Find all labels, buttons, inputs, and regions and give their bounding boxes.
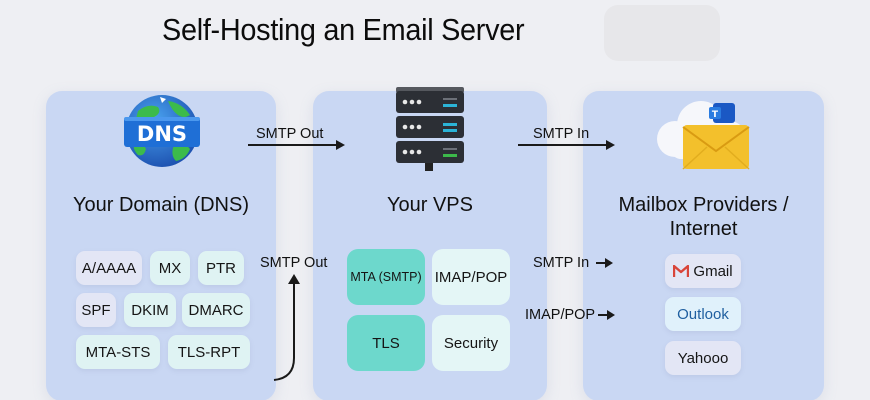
svg-text:T: T	[712, 110, 719, 120]
dns-record-ptr[interactable]: PTR	[198, 251, 244, 285]
arrow-dns-to-vps	[248, 144, 338, 146]
dns-record-mx[interactable]: MX	[150, 251, 190, 285]
arrow-head-dns-to-vps	[336, 140, 345, 150]
vps-panel-title: Your VPS	[387, 194, 473, 216]
dns-panel: DNS Your Domain (DNS) A/AAAA MX PTR SPF …	[46, 91, 276, 400]
flow-label-smtp-in: SMTP In	[533, 255, 590, 271]
flow-label-vps-to-mail: SMTP In	[533, 126, 590, 142]
dns-record-dmarc[interactable]: DMARC	[182, 293, 250, 327]
flow-label-smtp-out-up: SMTP Out	[260, 255, 328, 271]
gmail-icon	[673, 264, 690, 277]
cloud-mail-icon: T	[651, 97, 755, 173]
mailbox-panel-title-line2: Internet	[669, 218, 738, 240]
mailbox-panel-title-line1: Mailbox Providers /	[618, 194, 789, 216]
page-title: Self-Hosting an Email Server	[162, 12, 525, 47]
vps-panel: Your VPS MTA (SMTP) IMAP/POP TLS Securit…	[313, 87, 547, 400]
provider-gmail[interactable]: Gmail	[665, 254, 741, 288]
dns-icon-text: DNS	[137, 122, 187, 146]
arrow-head-vps-to-mail	[606, 140, 615, 150]
title-placeholder-badge	[604, 5, 720, 61]
arrow-smtp-in	[596, 258, 613, 268]
arrow-imap-pop	[598, 310, 615, 320]
dns-globe-icon: DNS	[120, 89, 204, 173]
provider-outlook[interactable]: Outlook	[665, 297, 741, 331]
provider-gmail-label: Gmail	[693, 262, 733, 280]
dns-record-tls-rpt[interactable]: TLS-RPT	[168, 335, 250, 369]
mailbox-providers-panel: T Mailbox Providers / Internet Gmail Out…	[583, 91, 824, 400]
vps-component-mta[interactable]: MTA (SMTP)	[347, 249, 425, 305]
dns-record-a-aaaa[interactable]: A/AAAA	[76, 251, 142, 285]
server-rack-icon	[395, 87, 465, 175]
vps-component-security[interactable]: Security	[432, 315, 510, 371]
dns-record-mta-sts[interactable]: MTA-STS	[76, 335, 160, 369]
dns-record-spf[interactable]: SPF	[76, 293, 116, 327]
dns-panel-title: Your Domain (DNS)	[73, 194, 249, 216]
dns-record-dkim[interactable]: DKIM	[124, 293, 176, 327]
arrow-smtp-out-up	[273, 274, 300, 381]
arrow-vps-to-mail	[518, 144, 608, 146]
flow-label-dns-to-vps: SMTP Out	[256, 126, 324, 142]
flow-label-imap-pop: IMAP/POP	[525, 307, 596, 323]
vps-component-imap-pop[interactable]: IMAP/POP	[432, 249, 510, 305]
vps-component-tls[interactable]: TLS	[347, 315, 425, 371]
provider-yahoo[interactable]: Yahooo	[665, 341, 741, 375]
